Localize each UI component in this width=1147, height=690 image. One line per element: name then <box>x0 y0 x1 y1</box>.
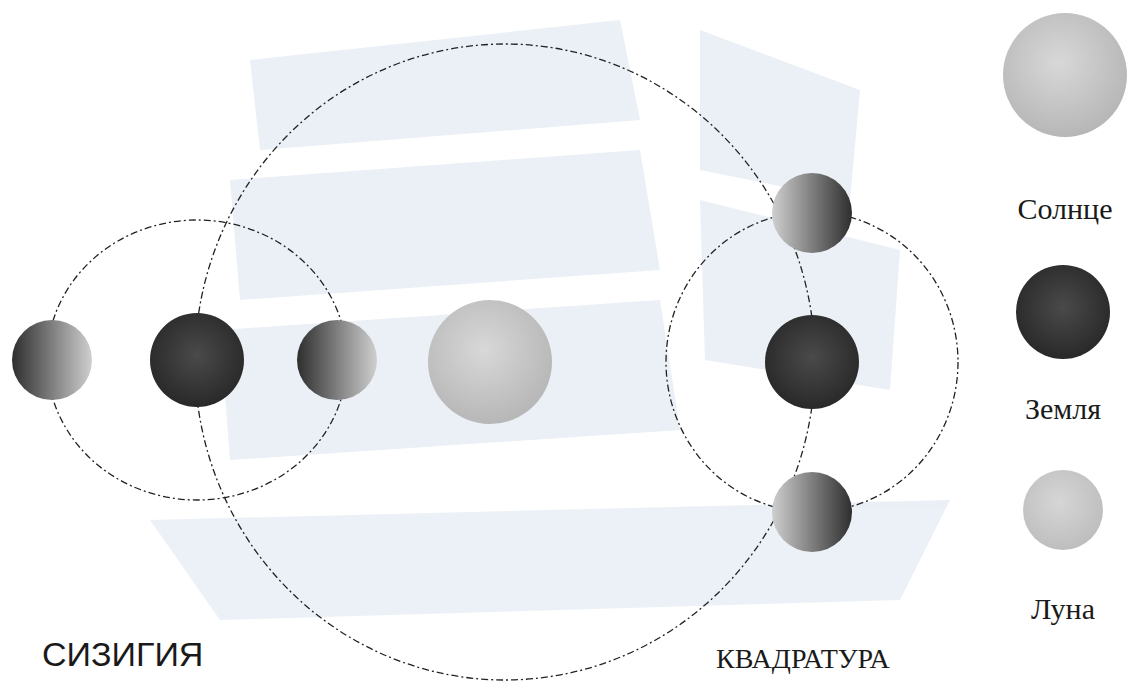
legend-swatch <box>1016 265 1110 359</box>
earth-symbol <box>150 313 244 407</box>
orbit-lines <box>47 44 958 680</box>
legend-swatch <box>1023 470 1103 550</box>
legend-swatch <box>1003 13 1127 137</box>
legend-label: Солнце <box>1017 192 1112 225</box>
phase-label: СИЗИГИЯ <box>42 636 203 673</box>
moon-symbol <box>772 173 852 253</box>
moon-symbol <box>12 320 92 400</box>
moon-symbol <box>297 320 377 400</box>
earth-symbol <box>765 315 859 409</box>
moon-orbit <box>666 212 958 512</box>
earth-orbit <box>195 44 815 680</box>
watermark-ship <box>150 20 950 620</box>
phase-label: КВАДРАТУРА <box>716 644 890 675</box>
sun-symbol <box>428 300 552 424</box>
legend-label: Земля <box>1025 392 1101 425</box>
moon-symbol <box>772 472 852 552</box>
legend-label: Луна <box>1031 592 1095 625</box>
